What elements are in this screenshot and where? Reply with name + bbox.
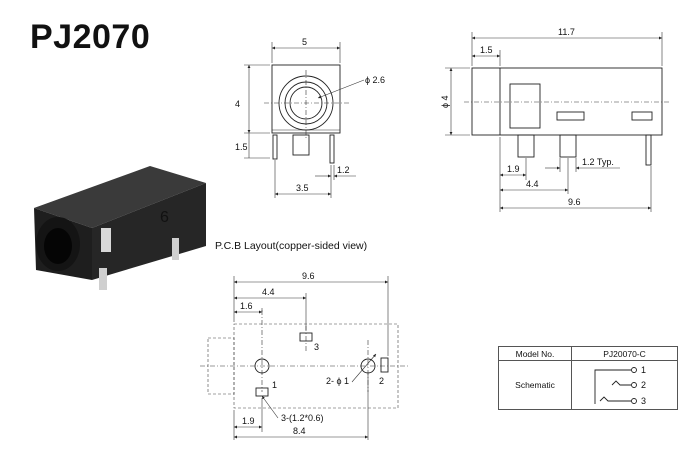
side-dim-pin2: 4.4 [526,179,539,189]
side-dim-length: 11.7 [558,27,575,37]
front-dim-pin-height: 1.5 [235,142,248,152]
front-dim-pin-spacing: 3.5 [296,183,309,193]
side-dim-pin-width: 1.2 Typ. [582,157,614,167]
pcb-dim-pad3: 4.4 [262,287,275,297]
jack-photo: 6 [34,166,206,290]
pcb-layout [200,276,410,440]
front-dim-height: 4 [235,99,240,109]
pcb-dim-total: 8.4 [293,426,306,436]
side-dim-pin1: 1.9 [507,164,520,174]
pcb-dim-overall: 9.6 [302,271,315,281]
pcb-dim-pin1: 1.9 [242,416,255,426]
pcb-hole-note: 2- ϕ 1 [326,376,349,386]
side-dim-pin3: 9.6 [568,197,581,207]
front-dim-pin-width: 1.2 [337,165,350,175]
schematic-cell [571,360,678,410]
model-no-label: Model No. [498,346,572,361]
pcb-pad-label-1: 1 [272,380,277,390]
model-no-value: PJ20070-C [571,346,678,361]
front-dim-width: 5 [302,37,307,47]
front-dim-diameter: ϕ 2.6 [365,75,385,85]
spec-table-header-row: Model No. PJ20070-C [498,346,678,361]
pcb-dim-hole1: 1.6 [240,301,253,311]
front-view [244,42,365,198]
spec-table-schematic-row: Schematic [498,360,678,410]
pcb-slot-note: 3-(1.2*0.6) [281,413,324,423]
pcb-pad-label-2: 2 [379,376,384,386]
side-dim-diameter: ϕ 4 [440,95,450,108]
spec-table: Model No. PJ20070-C Schematic [498,346,678,410]
side-dim-front: 1.5 [480,45,493,55]
page-title: PJ2070 [30,18,151,56]
pcb-layout-caption: P.C.B Layout(copper-sided view) [215,240,368,252]
side-view [445,32,670,212]
pcb-pad-label-3: 3 [314,342,319,352]
body-marking: 6 [160,209,169,226]
schematic-label: Schematic [498,360,572,410]
